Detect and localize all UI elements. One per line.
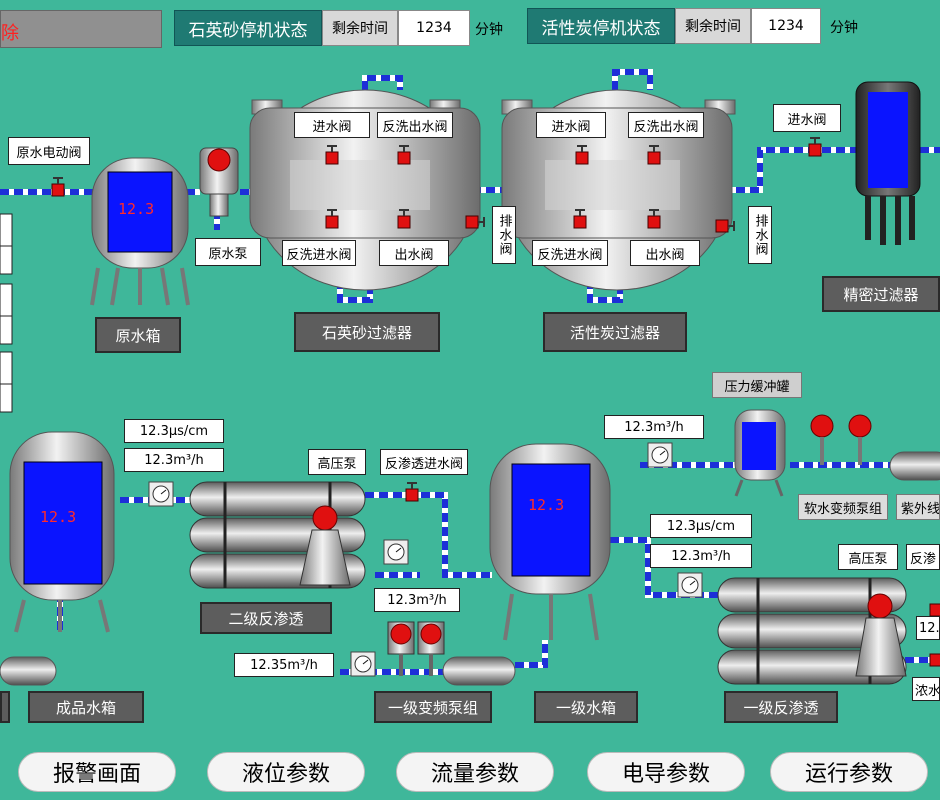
quartz-remaining-label: 剩余时间 (322, 10, 398, 46)
stage1-pump-group-label: 一级变频泵组 (374, 691, 492, 723)
raw-water-tank (90, 157, 190, 306)
drain-valve-2-label[interactable]: 排水阀 (748, 206, 772, 264)
conductivity-readout-2: 12.3μs/cm (650, 514, 752, 538)
nav-flow-button[interactable]: 流量参数 (396, 752, 554, 792)
stage2-ro-membranes (189, 481, 366, 589)
quartz-out-valve-label[interactable]: 出水阀 (379, 240, 449, 266)
carbon-stop-status-title: 活性炭停机状态 (527, 8, 675, 44)
carbon-filter-label: 活性炭过滤器 (543, 312, 687, 352)
flow-readout-top-right: 12.3m³/h (604, 415, 704, 439)
hp-pump-1-label[interactable]: 高压泵 (308, 449, 366, 475)
carbon-unit: 分钟 (830, 20, 858, 36)
quartz-stop-status-title: 石英砂停机状态 (174, 10, 322, 46)
stage2-ro-label: 二级反渗透 (200, 602, 332, 634)
carbon-backwash-out-label[interactable]: 反洗出水阀 (628, 112, 704, 138)
raw-tank-level: 12.3 (118, 200, 155, 218)
conductivity-readout-1: 12.3μs/cm (124, 419, 224, 443)
ro-in-valve-2-label[interactable]: 反渗 (906, 544, 940, 570)
left-edge-panel (0, 691, 10, 723)
nav-alarm-button[interactable]: 报警画面 (18, 752, 176, 792)
quartz-backwash-in-label[interactable]: 反洗进水阀 (282, 240, 356, 266)
soft-water-pump-icons (810, 414, 940, 481)
flow-readout-1: 12.3m³/h (124, 448, 224, 472)
stage1-tank-label: 一级水箱 (534, 691, 638, 723)
pressure-gauges (148, 442, 703, 677)
carbon-in-valve-label[interactable]: 进水阀 (536, 112, 606, 138)
stage1-water-tank (489, 443, 611, 641)
quartz-remaining-value[interactable]: 1234 (398, 10, 470, 46)
alarm-reset-panel[interactable]: 除 (0, 10, 162, 48)
valves (51, 137, 940, 667)
stage1-ro-membranes (717, 577, 907, 685)
carbon-backwash-in-label[interactable]: 反洗进水阀 (532, 240, 608, 266)
alarm-reset-text: 除 (1, 23, 19, 44)
ro-in-valve-1-label[interactable]: 反渗透进水阀 (380, 449, 468, 475)
quartz-backwash-out-label[interactable]: 反洗出水阀 (377, 112, 453, 138)
soft-pump-group-label: 软水变频泵组 (798, 494, 888, 520)
stage1-pump-group-icon (387, 621, 516, 686)
hp-pump-2-label[interactable]: 高压泵 (838, 544, 898, 570)
drain-valve-1-label[interactable]: 排水阀 (492, 206, 516, 264)
flow-readout-4: 12.3m³/h (650, 544, 752, 568)
precision-in-valve-label[interactable]: 进水阀 (773, 104, 841, 132)
flow-readout-3: 12.35m³/h (234, 653, 334, 677)
product-tank-label: 成品水箱 (28, 691, 144, 723)
quartz-filter-label: 石英砂过滤器 (294, 312, 440, 352)
flow-readout-2: 12.3m³/h (374, 588, 460, 612)
quartz-unit: 分钟 (475, 22, 503, 38)
precision-filter (855, 81, 921, 245)
product-water-tank (0, 431, 115, 686)
raw-pump-label[interactable]: 原水泵 (195, 238, 261, 266)
quartz-in-valve-label[interactable]: 进水阀 (294, 112, 370, 138)
precision-filter-label: 精密过滤器 (822, 276, 940, 312)
stage1-ro-label: 一级反渗透 (724, 691, 838, 723)
product-tank-level: 12.3 (40, 508, 77, 526)
nav-conductivity-button[interactable]: 电导参数 (587, 752, 745, 792)
concentrate-label[interactable]: 浓水 (912, 677, 940, 701)
carbon-remaining-value[interactable]: 1234 (751, 8, 821, 44)
carbon-remaining-label: 剩余时间 (675, 8, 751, 44)
raw-electric-valve-label[interactable]: 原水电动阀 (8, 137, 90, 165)
raw-water-pump-icon (199, 147, 239, 217)
flow-readout-right-edge: 12. (916, 616, 940, 640)
uv-label: 紫外线 (896, 494, 940, 520)
stage1-tank-level: 12.3 (528, 496, 565, 514)
raw-tank-label: 原水箱 (95, 317, 181, 353)
pressure-buffer-tank (734, 409, 786, 497)
nav-level-button[interactable]: 液位参数 (207, 752, 365, 792)
pressure-tank-label: 压力缓冲罐 (712, 372, 802, 398)
carbon-out-valve-label[interactable]: 出水阀 (630, 240, 700, 266)
nav-operation-button[interactable]: 运行参数 (770, 752, 928, 792)
left-side-panels (0, 213, 13, 413)
